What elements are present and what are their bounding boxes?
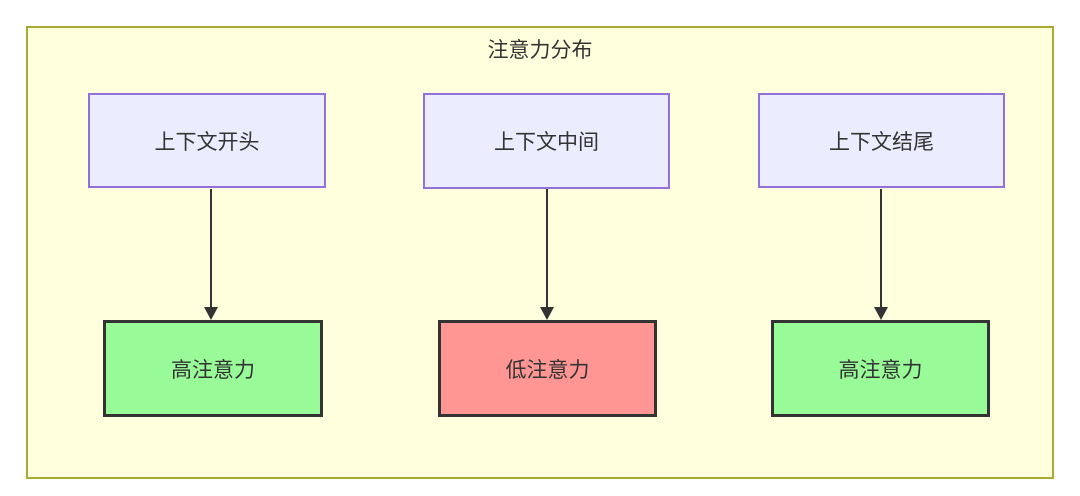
node-context-end: 上下文结尾	[758, 93, 1005, 188]
edge-line	[546, 189, 548, 308]
node-high-attention-1: 高注意力	[103, 320, 323, 417]
arrowhead-down-icon	[204, 307, 218, 320]
node-high-attention-2: 高注意力	[771, 320, 990, 417]
node-context-start: 上下文开头	[88, 93, 326, 188]
diagram-title: 注意力分布	[487, 39, 593, 62]
arrowhead-down-icon	[540, 307, 554, 320]
arrowhead-down-icon	[874, 307, 888, 320]
edge-line	[880, 189, 882, 308]
node-low-attention: 低注意力	[438, 320, 657, 417]
edge-line	[210, 189, 212, 308]
node-context-middle: 上下文中间	[423, 93, 670, 189]
